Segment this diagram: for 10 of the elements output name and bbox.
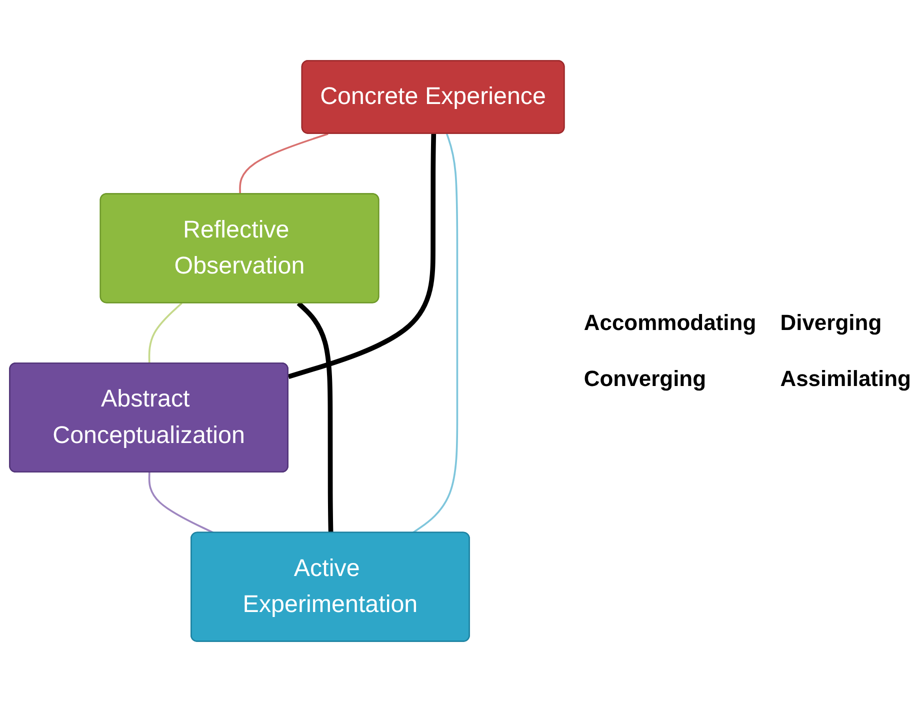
connector — [148, 472, 215, 534]
connector — [296, 301, 334, 534]
quadrant-label: Converging — [584, 366, 708, 392]
connector — [239, 133, 328, 194]
connector — [412, 134, 458, 534]
connector — [148, 302, 182, 364]
quadrant-label: Accommodating — [584, 310, 756, 336]
quadrant-label: Assimilating — [780, 366, 911, 392]
quadrant-label: Diverging — [780, 310, 883, 336]
connector — [288, 134, 436, 379]
